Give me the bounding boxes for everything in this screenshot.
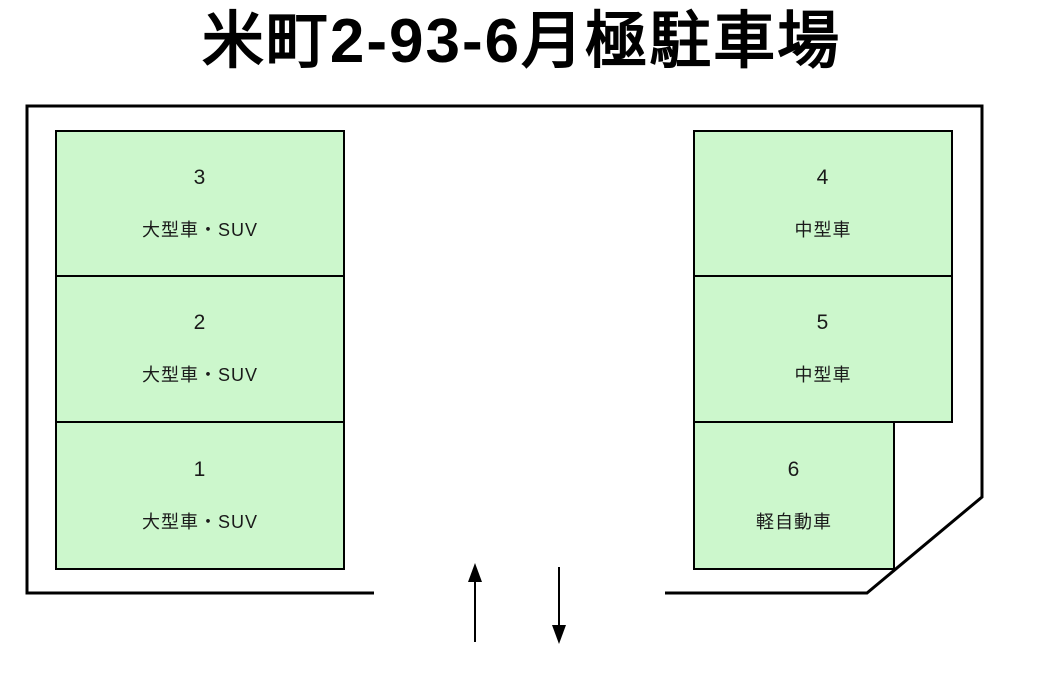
- exit-arrow-icon: [552, 567, 566, 644]
- space-vehicle-type: 大型車・SUV: [141, 365, 258, 385]
- space-number: 6: [787, 457, 801, 481]
- parking-space-6: 6 軽自動車: [693, 421, 895, 570]
- space-vehicle-type: 大型車・SUV: [141, 219, 258, 240]
- page-title: 米町2-93-6月極駐車場: [201, 7, 842, 76]
- parking-space-5: 5 中型車: [693, 275, 953, 423]
- parking-space-2: 2 大型車・SUV: [55, 275, 345, 423]
- space-number: 2: [193, 311, 207, 334]
- parking-space-4: 4 中型車: [693, 130, 953, 277]
- space-vehicle-type: 軽自動車: [756, 511, 832, 532]
- space-vehicle-type: 中型車: [794, 219, 852, 240]
- parking-space-3: 3 大型車・SUV: [55, 130, 345, 277]
- lot-boundary-outline: [25, 104, 984, 595]
- parking-space-1: 1 大型車・SUV: [55, 421, 345, 570]
- space-vehicle-type: 中型車: [794, 365, 852, 385]
- space-number: 4: [816, 165, 830, 189]
- space-vehicle-type: 大型車・SUV: [141, 511, 258, 532]
- entrance-arrow-icon: [468, 563, 482, 642]
- space-number: 1: [193, 457, 207, 481]
- space-number: 5: [816, 311, 830, 334]
- space-number: 3: [193, 165, 207, 189]
